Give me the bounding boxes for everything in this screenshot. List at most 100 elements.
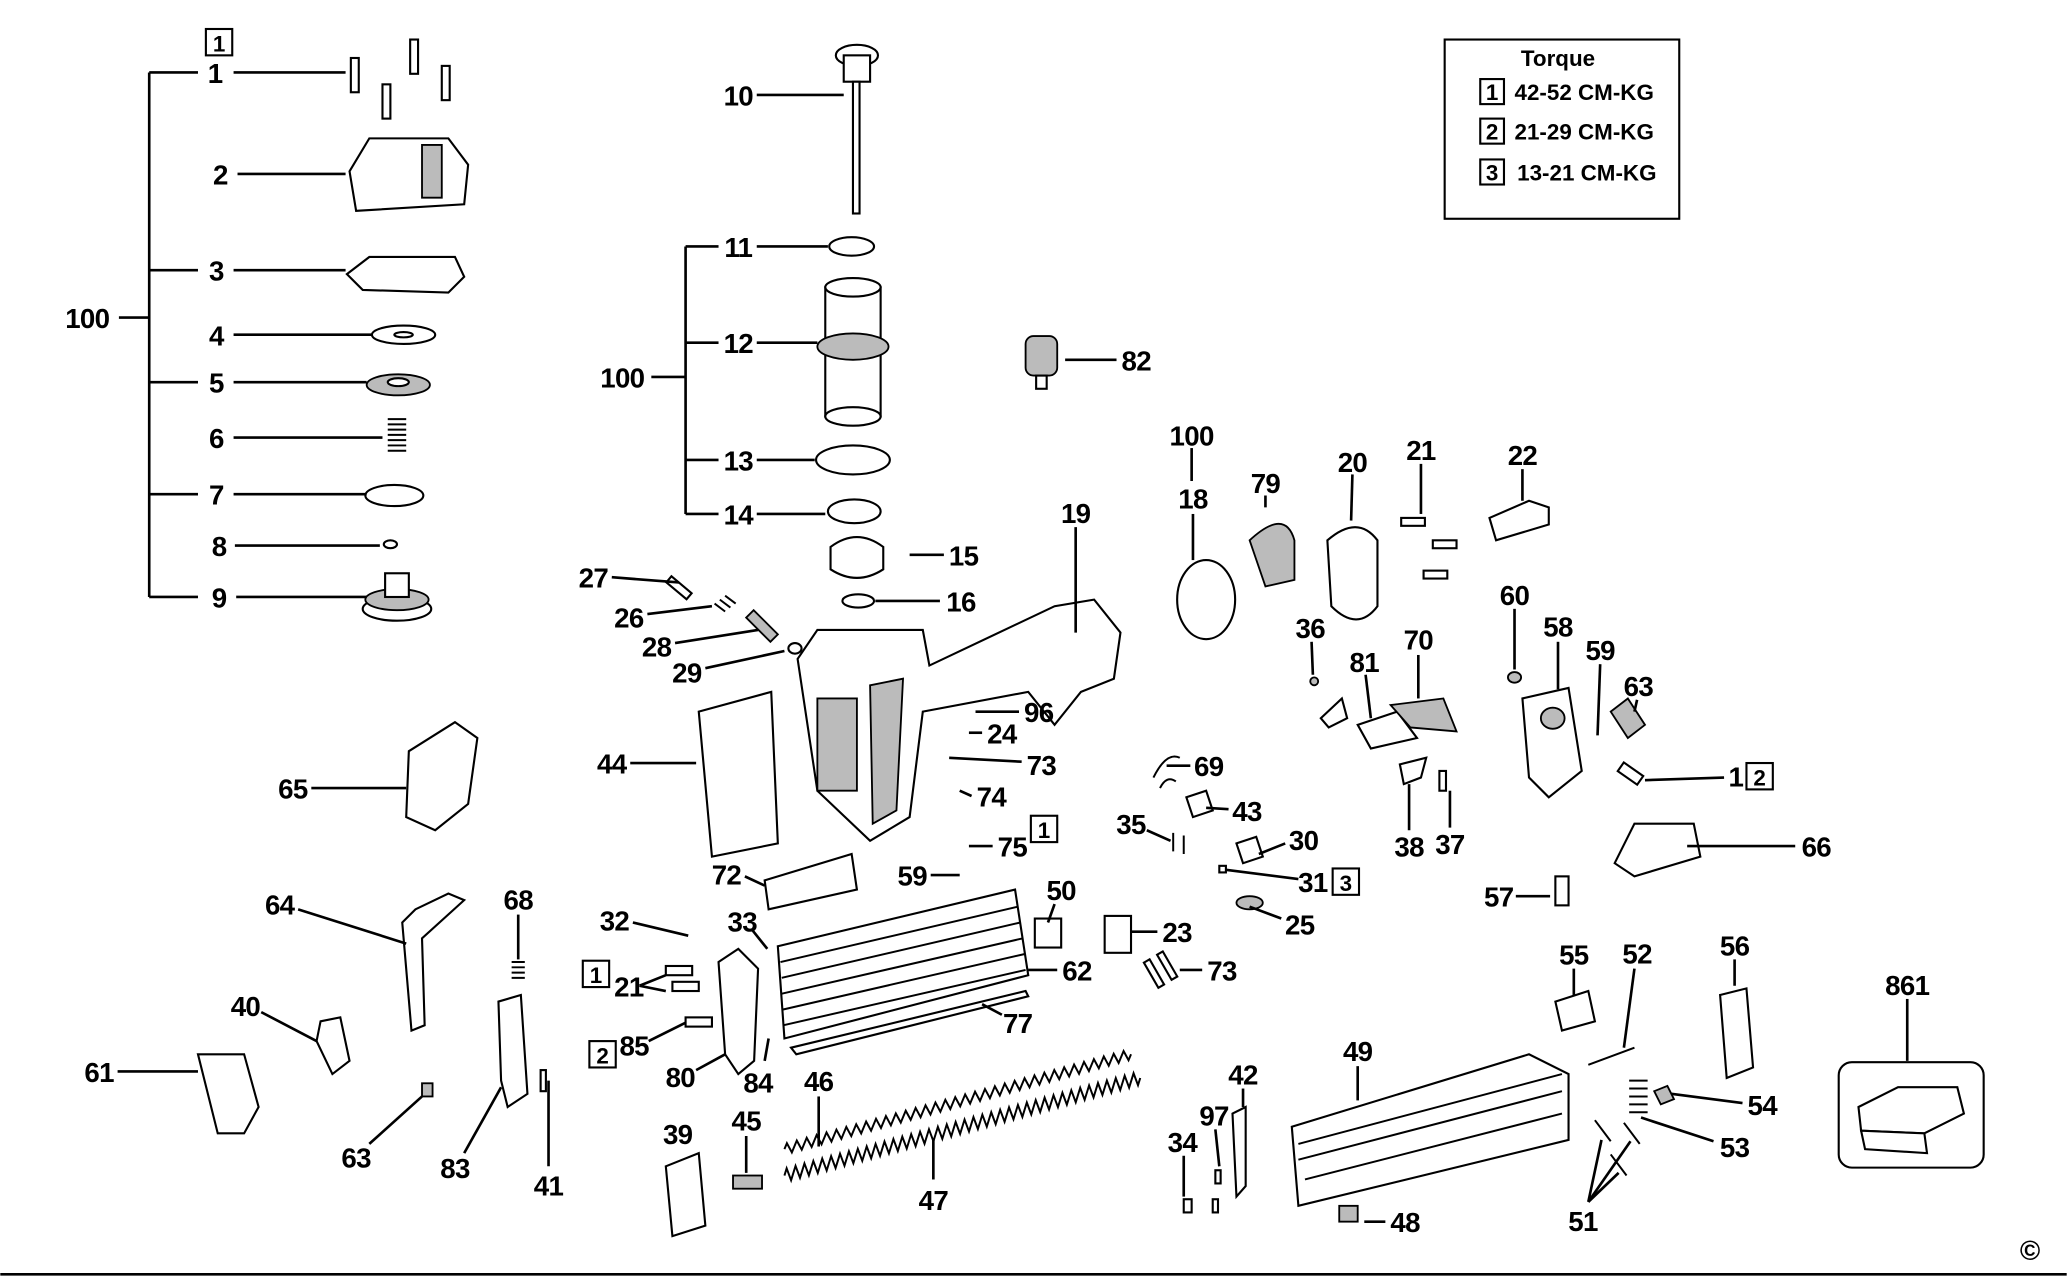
- callout-label: 49: [1343, 1036, 1373, 1067]
- callout-label: 13: [724, 445, 754, 476]
- leader-line: [763, 1038, 770, 1062]
- torque-marker: 2: [596, 1044, 608, 1069]
- callout-label: 9: [212, 583, 227, 614]
- callout-label: 85: [619, 1031, 649, 1062]
- callout-label: 7: [209, 480, 224, 511]
- callout-label: 81: [1350, 647, 1380, 678]
- leader-line: [297, 908, 407, 945]
- callout-label: 25: [1285, 909, 1315, 940]
- leader-line: [648, 1021, 687, 1043]
- callout-label: 80: [666, 1062, 696, 1093]
- callout-label: 58: [1543, 612, 1573, 643]
- leader-line: [1596, 664, 1602, 736]
- leader-line: [1622, 968, 1636, 1048]
- leader-line: [705, 649, 785, 670]
- callout-label: 34: [1168, 1127, 1199, 1158]
- torque-marker: 2: [1753, 765, 1765, 790]
- leader-line: [1671, 1092, 1743, 1105]
- callout-label: 59: [1585, 635, 1615, 666]
- callout-label: 24: [987, 718, 1018, 749]
- callout-label: 28: [642, 631, 672, 662]
- torque-marker-box: [588, 1040, 617, 1069]
- callout-label: 63: [341, 1143, 371, 1174]
- leader-line: [744, 875, 766, 887]
- callout-labels: 1234567891001011121314100151682192726282…: [65, 27, 1930, 1238]
- callout-label: 37: [1435, 829, 1465, 860]
- callout-label: 4: [209, 320, 225, 351]
- callout-label: 1: [1729, 762, 1744, 793]
- callout-label: 74: [977, 782, 1008, 813]
- torque-key: 2: [1486, 120, 1498, 145]
- callout-label: 6: [209, 423, 224, 454]
- leader-line: [639, 984, 667, 993]
- leader-line: [1310, 641, 1315, 675]
- callout-label: 100: [65, 303, 109, 334]
- torque-value: 42-52 CM-KG: [1515, 80, 1654, 105]
- callout-label: 41: [534, 1170, 564, 1201]
- callout-label: 35: [1116, 809, 1146, 840]
- callout-label: 64: [265, 890, 296, 921]
- leader-line: [981, 1003, 1003, 1016]
- leader-line: [1587, 1140, 1632, 1203]
- callout-label: 8: [212, 531, 227, 562]
- callout-label: 77: [1003, 1008, 1033, 1039]
- callout-label: 70: [1404, 625, 1434, 656]
- callout-label: 18: [1178, 484, 1208, 515]
- torque-marker-box: [1331, 867, 1361, 896]
- callout-label: 22: [1508, 440, 1538, 471]
- parts-drawings: [196, 38, 1985, 1238]
- callout-label: 47: [919, 1185, 949, 1216]
- callout-label: 50: [1046, 875, 1076, 906]
- callout-label: 100: [600, 362, 644, 393]
- callout-label: 861: [1885, 970, 1929, 1001]
- callout-label: 60: [1500, 580, 1530, 611]
- torque-marker: 3: [1340, 871, 1352, 896]
- callout-label: 1: [208, 58, 223, 89]
- leader-line: [1214, 1129, 1221, 1167]
- callout-label: 57: [1484, 882, 1514, 913]
- leader-line: [750, 928, 769, 950]
- callout-label: 23: [1162, 917, 1192, 948]
- callout-label: 73: [1207, 955, 1237, 986]
- callout-label: 15: [949, 540, 979, 571]
- callout-label: 42: [1228, 1060, 1258, 1091]
- leader-line: [1644, 776, 1725, 782]
- leader-line: [1206, 806, 1229, 811]
- callout-label: 51: [1568, 1206, 1598, 1237]
- callout-label: 48: [1390, 1207, 1420, 1238]
- leader-line: [1633, 699, 1639, 712]
- leader-line: [1364, 674, 1373, 719]
- callout-label: 62: [1062, 955, 1092, 986]
- callout-label: 96: [1024, 697, 1054, 728]
- callout-label: 63: [1624, 671, 1654, 702]
- callout-label: 19: [1061, 498, 1091, 529]
- leader-line: [1587, 1171, 1620, 1203]
- torque-marker-box: [1745, 761, 1774, 791]
- leader-line: [638, 973, 667, 987]
- torque-title: Torque: [1521, 46, 1595, 71]
- callout-label: 26: [614, 602, 644, 633]
- spring-47: [783, 1070, 1142, 1184]
- copyright-mark: ©: [2020, 1235, 2040, 1266]
- callout-label: 10: [724, 80, 754, 111]
- callout-label: 66: [1802, 832, 1832, 863]
- leader-line: [1146, 829, 1172, 842]
- callout-label: 44: [597, 749, 628, 780]
- torque-marker: 1: [213, 31, 225, 56]
- callout-label: 14: [724, 500, 755, 531]
- spring-46: [783, 1048, 1132, 1155]
- torque-marker: 1: [590, 963, 602, 988]
- callout-label: 53: [1720, 1132, 1750, 1163]
- callout-label: 30: [1289, 825, 1319, 856]
- callout-label: 82: [1122, 345, 1152, 376]
- torque-marker-box: [581, 959, 611, 989]
- torque-value: 13-21 CM-KG: [1517, 161, 1656, 186]
- callout-label: 31: [1298, 867, 1328, 898]
- leader-line: [632, 921, 689, 937]
- torque-key-box: [1479, 158, 1506, 186]
- callout-label: 40: [231, 991, 261, 1022]
- leader-line: [647, 604, 713, 616]
- leader-line: [368, 1095, 423, 1145]
- callout-label: 12: [724, 328, 754, 359]
